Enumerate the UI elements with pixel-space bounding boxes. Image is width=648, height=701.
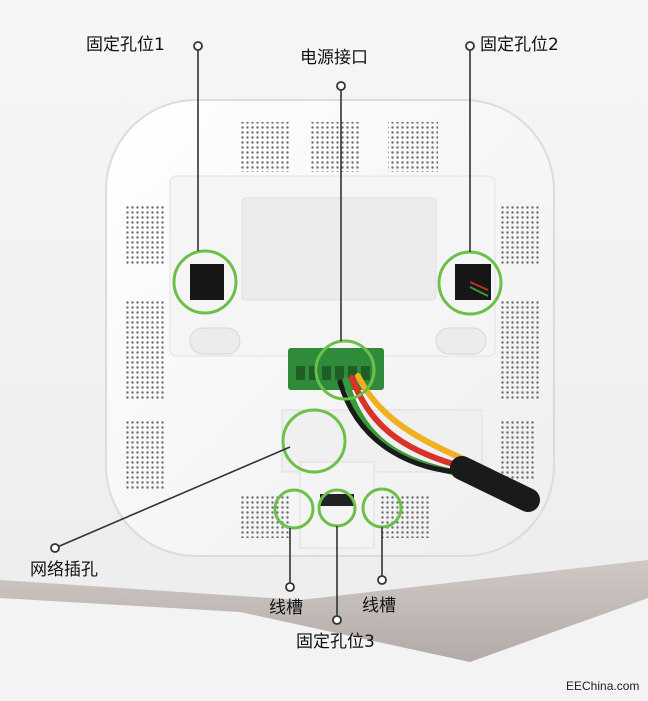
mount-hole-3 xyxy=(320,494,354,506)
mount-hole-1 xyxy=(190,264,224,300)
ring-wire-slot-left xyxy=(273,488,315,530)
oval-slot-left xyxy=(189,327,241,355)
label-mount-hole-3: 固定孔位3 xyxy=(296,632,375,652)
vent-grilles xyxy=(126,122,540,538)
leader-lines xyxy=(54,46,471,616)
label-recess xyxy=(241,197,437,301)
label-mount-hole-2: 固定孔位2 xyxy=(480,35,559,55)
floor-foreground xyxy=(0,598,648,701)
watermark: EEChina.com xyxy=(566,679,640,693)
label-wire-slot-right: 线槽 xyxy=(362,596,396,616)
label-wire-slot-left: 线槽 xyxy=(269,598,303,618)
label-mount-hole-1: 固定孔位1 xyxy=(86,35,165,55)
ring-mount-hole-1 xyxy=(172,249,238,315)
oval-slot-right xyxy=(435,327,487,355)
label-power-port: 电源接口 xyxy=(300,48,368,68)
leader-endpoints xyxy=(50,41,475,625)
ring-power-port xyxy=(314,339,376,401)
ring-network-port xyxy=(281,408,347,474)
label-network-port: 网络插孔 xyxy=(30,560,98,580)
